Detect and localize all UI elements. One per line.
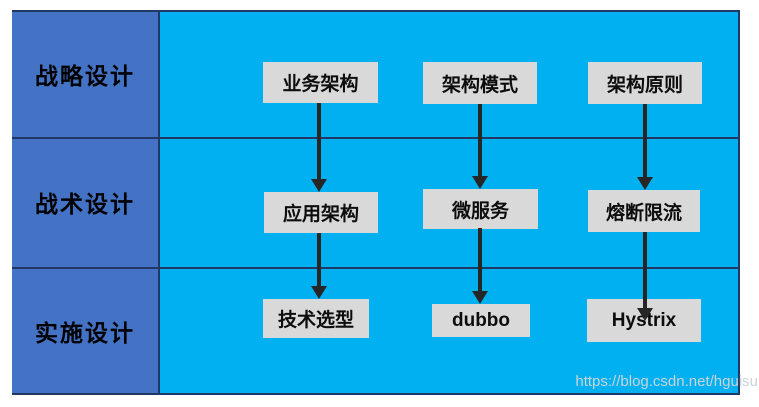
node-dubbo: dubbo [432, 304, 530, 337]
node-architecture-principles: 架构原则 [588, 62, 702, 104]
arrow-down-icon [478, 228, 482, 291]
arrow-down-icon [311, 179, 327, 192]
row-header-column [12, 10, 158, 395]
arrow-down-icon [311, 286, 327, 299]
csdn-blog-watermark: https://blog.csdn.net/hguisu [575, 373, 758, 390]
node-application-architecture: 应用架构 [264, 192, 378, 233]
node-microservices: 微服务 [423, 189, 538, 229]
node-technology-selection: 技术选型 [263, 299, 369, 338]
arrow-down-icon [317, 233, 321, 286]
node-business-architecture: 业务架构 [263, 62, 378, 103]
arrow-down-icon [637, 308, 653, 321]
diagram-table: 战略设计 战术设计 实施设计 业务架构 应用架构 技术选型 架构模式 微服务 d… [12, 10, 758, 395]
node-architecture-pattern: 架构模式 [423, 62, 537, 104]
arrow-down-icon [472, 291, 488, 304]
arrow-down-icon [472, 176, 488, 189]
arrow-down-icon [637, 177, 653, 190]
row-label-tactical-design: 战术设计 [35, 191, 135, 218]
column-divider [158, 10, 160, 395]
arrow-down-icon [643, 104, 647, 177]
arrow-down-icon [478, 104, 482, 176]
arrow-down-icon [643, 232, 647, 308]
node-circuit-break-rate-limit: 熔断限流 [588, 190, 700, 232]
row-divider-tactics-implementation [12, 267, 740, 269]
table-border-right [738, 10, 740, 395]
row-divider-strategy-tactics [12, 137, 740, 139]
table-border-bottom [12, 393, 740, 395]
table-border-top [12, 10, 740, 12]
row-label-implementation-design: 实施设计 [35, 320, 135, 347]
arrow-down-icon [317, 103, 321, 179]
row-label-strategic-design: 战略设计 [35, 62, 135, 90]
